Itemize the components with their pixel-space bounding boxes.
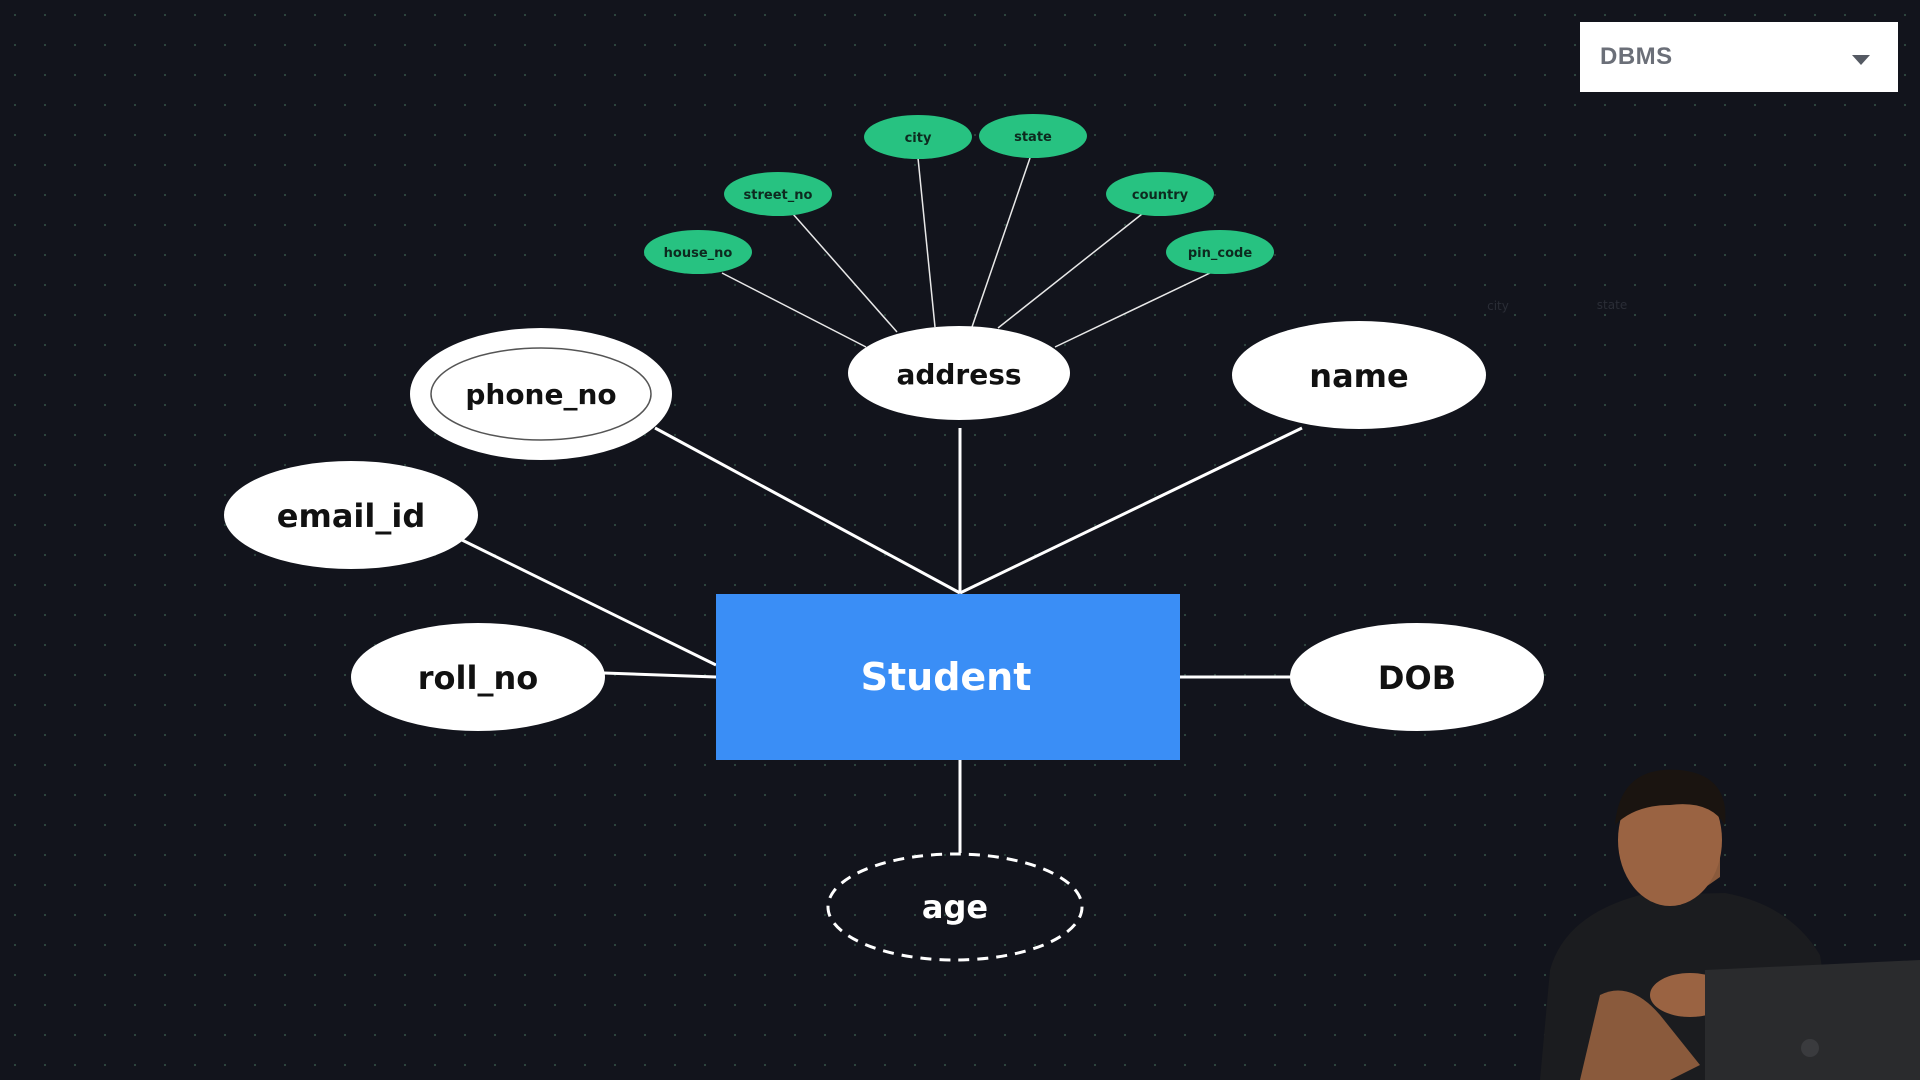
- svg-text:age: age: [922, 888, 988, 926]
- address-component-city: city: [864, 115, 972, 159]
- svg-text:DOB: DOB: [1378, 659, 1456, 697]
- address-component-country: country: [1106, 172, 1214, 216]
- svg-text:address: address: [896, 358, 1021, 391]
- entity-student: Student: [716, 594, 1180, 760]
- svg-text:city: city: [905, 131, 932, 146]
- svg-text:street_no: street_no: [744, 188, 813, 203]
- ghost-label-city: city: [1487, 299, 1509, 313]
- attribute-age-derived: age: [826, 852, 1084, 962]
- svg-text:roll_no: roll_no: [418, 659, 538, 697]
- svg-text:email_id: email_id: [277, 497, 425, 535]
- address-component-street-no: street_no: [724, 172, 832, 216]
- attribute-dob: DOB: [1290, 623, 1544, 731]
- address-component-house-no: house_no: [644, 230, 752, 274]
- attribute-name: name: [1232, 321, 1486, 429]
- apple-logo-icon: [1801, 1039, 1819, 1057]
- attribute-phone-no: phone_no: [410, 328, 672, 460]
- attribute-connectors: [461, 426, 1303, 853]
- ghost-label-state: state: [1597, 298, 1627, 312]
- svg-text:phone_no: phone_no: [465, 378, 616, 411]
- svg-text:house_no: house_no: [664, 246, 733, 261]
- presenter-video: [1540, 769, 1920, 1080]
- address-component-connectors: [721, 157, 1211, 348]
- attribute-email-id: email_id: [224, 461, 478, 569]
- svg-text:country: country: [1132, 188, 1189, 203]
- topic-dropdown[interactable]: DBMS: [1580, 22, 1898, 92]
- svg-text:Student: Student: [861, 655, 1032, 699]
- address-component-pin-code: pin_code: [1166, 230, 1274, 274]
- attribute-roll-no: roll_no: [351, 623, 605, 731]
- chevron-down-icon: [1852, 55, 1870, 65]
- svg-text:state: state: [1014, 130, 1052, 145]
- topic-dropdown-label: DBMS: [1600, 43, 1673, 70]
- attribute-address: address: [848, 326, 1070, 420]
- svg-text:pin_code: pin_code: [1188, 246, 1252, 261]
- svg-text:name: name: [1309, 357, 1408, 395]
- address-component-state: state: [979, 114, 1087, 158]
